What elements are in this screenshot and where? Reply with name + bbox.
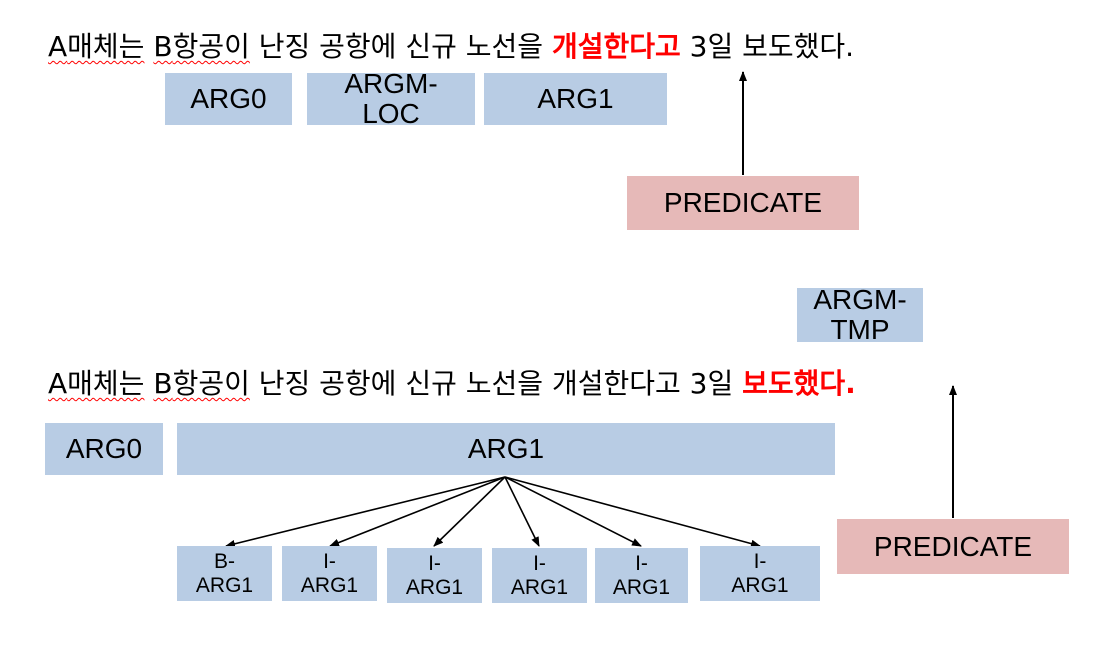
bio-tag-3: I- ARG1 (387, 548, 482, 603)
bio-tag-5-label: I- ARG1 (612, 551, 671, 599)
ex1-predicate-box: PREDICATE (627, 176, 859, 230)
sentence-1-word-airline: 항공이 (172, 30, 250, 63)
bio-tag-3-label: I- ARG1 (405, 551, 464, 599)
bio-tag-4-label: I- ARG1 (510, 551, 569, 599)
ex2-predicate-label: PREDICATE (873, 530, 1033, 562)
sentence-1-a: A (48, 30, 68, 63)
bio-tag-2: I- ARG1 (282, 546, 377, 601)
sentence-1-subject: A매체는 (48, 30, 144, 63)
sentence-2-b: B (153, 367, 173, 400)
sentence-1-airline: B항공이 (153, 30, 250, 63)
bio-tag-6-label: I- ARG1 (731, 549, 789, 597)
sentence-1-end: 3일 보도했다. (680, 30, 855, 63)
bio-arrow-4 (504, 476, 540, 547)
ex2-arg1-label: ARG1 (467, 433, 545, 464)
bio-tag-4: I- ARG1 (492, 548, 587, 603)
sentence-1-word-media: 매체는 (67, 30, 145, 63)
bio-tag-5: I- ARG1 (595, 548, 688, 603)
bio-arrow-3 (433, 476, 506, 547)
bio-tag-6: I- ARG1 (700, 546, 820, 601)
ex1-argm-loc-label: ARGM- LOC (344, 68, 438, 129)
sentence-2-middle: 난징 공항에 신규 노선을 개설한다고 3일 (249, 367, 743, 400)
sentence-2-word-airline: 항공이 (172, 367, 250, 400)
bio-arrow-2 (329, 476, 506, 547)
bio-arrow-6 (504, 476, 761, 548)
ex2-arg1-box: ARG1 (177, 423, 835, 475)
ex2-predicate-box: PREDICATE (837, 519, 1069, 574)
ex1-argm-loc-box: ARGM- LOC (307, 69, 475, 129)
bio-arrow-5 (504, 476, 642, 547)
sentence-2-predicate-word: 보도했다. (742, 367, 856, 400)
ex1-arg0-box: ARG0 (165, 73, 292, 125)
ex2-argm-tmp-box: ARGM- TMP (797, 284, 923, 345)
bio-tag-1: B- ARG1 (177, 546, 272, 601)
sentence-2-a: A (48, 367, 68, 400)
ex2-arg0-label: ARG0 (65, 433, 143, 464)
ex1-predicate-label: PREDICATE (663, 187, 823, 218)
sentence-2-word-media: 매체는 (67, 367, 145, 400)
bio-tag-1-label: B- ARG1 (195, 549, 254, 597)
sentence-1-predicate-word: 개설한다고 (551, 30, 681, 63)
ex1-arg1-box: ARG1 (484, 73, 667, 125)
ex2-argm-tmp-label: ARGM- TMP (813, 284, 907, 345)
sentence-1: A매체는 B항공이 난징 공항에 신규 노선을 개설한다고 3일 보도했다. (48, 27, 854, 67)
sentence-2-subject: A매체는 (48, 367, 144, 400)
sentence-1-b: B (153, 30, 173, 63)
bio-arrow-1 (225, 476, 506, 548)
ex2-arg0-box: ARG0 (45, 423, 163, 475)
ex1-arg0-label: ARG0 (190, 83, 267, 114)
ex1-arg1-label: ARG1 (537, 83, 614, 114)
sentence-2: A매체는 B항공이 난징 공항에 신규 노선을 개설한다고 3일 보도했다. (48, 364, 856, 404)
sentence-1-middle: 난징 공항에 신규 노선을 (249, 30, 552, 63)
sentence-2-airline: B항공이 (153, 367, 250, 400)
bio-tag-2-label: I- ARG1 (300, 549, 359, 597)
sentence-2-space (144, 367, 153, 400)
sentence-1-space (144, 30, 153, 63)
